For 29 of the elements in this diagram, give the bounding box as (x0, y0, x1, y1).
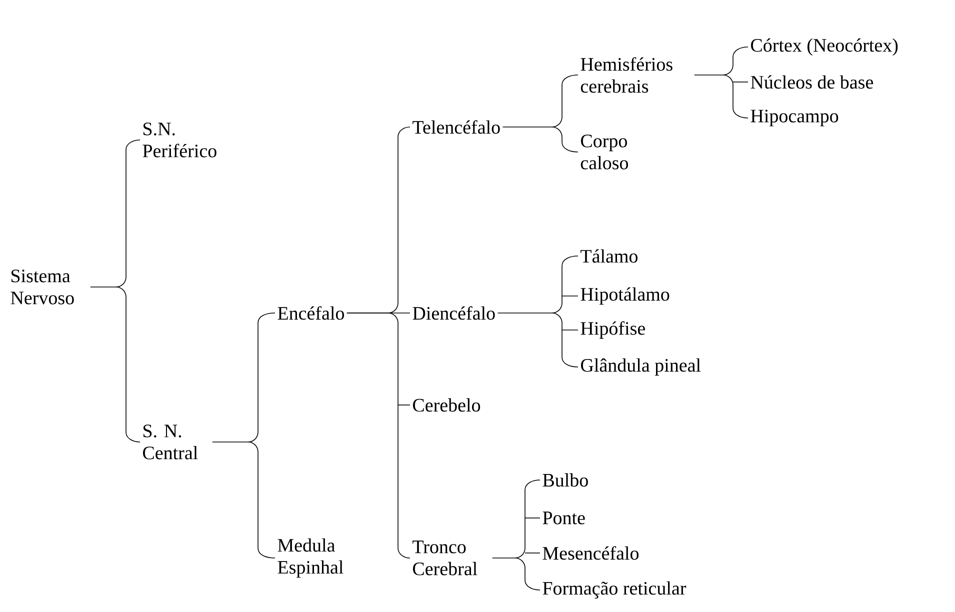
brace (497, 256, 578, 368)
brace (90, 140, 140, 442)
term-label: Hemisférios cerebrais (580, 57, 672, 93)
brace (694, 46, 748, 118)
term-label: Bulbo (542, 473, 588, 487)
term-label: Cerebelo (413, 398, 480, 412)
term-label: Telencéfalo (412, 120, 500, 134)
term-label: S.N. Periférico (142, 122, 216, 158)
brace (212, 312, 276, 558)
term-label: Hipotálamo (580, 287, 670, 305)
term-label: Córtex (Neocórtex) (751, 38, 898, 56)
term-label: Ponte (542, 512, 585, 524)
term-label: Sistema Nervoso (10, 270, 74, 304)
term-label: S. N. Central (143, 424, 198, 460)
term-label: Formação reticular (542, 581, 686, 599)
term-label: Tronco Cerebral (412, 540, 478, 576)
brace (492, 480, 540, 590)
term-label: Hipófise (580, 321, 645, 339)
term-label: Núcleos de base (750, 75, 873, 89)
term-label: Encéfalo (278, 306, 344, 320)
term-label: Mesencéfalo (542, 546, 639, 560)
term-label: Medula Espinhal (278, 538, 344, 578)
term-label: Hipocampo (750, 110, 838, 126)
term-label: Corpo caloso (580, 134, 628, 170)
term-label: Tálamo (580, 249, 638, 263)
brace (502, 74, 578, 152)
brace (346, 126, 410, 558)
term-label: Diencéfalo (412, 306, 495, 320)
term-label: Glândula pineal (581, 358, 701, 376)
